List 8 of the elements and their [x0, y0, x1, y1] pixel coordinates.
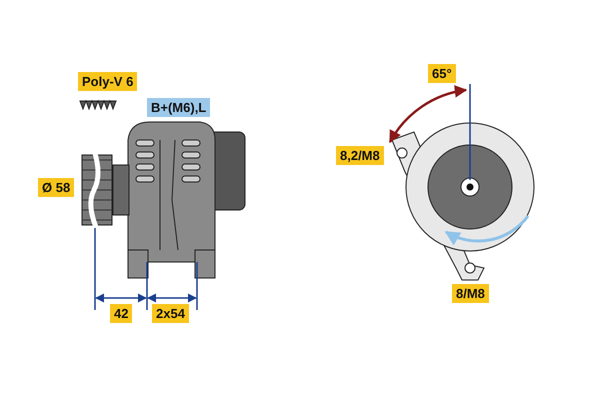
terminal-label: B+(M6),L [147, 98, 210, 117]
angle-label: 65° [428, 64, 456, 83]
bore-label: 8,2/M8 [336, 146, 384, 165]
belt-profile-label: Poly-V 6 [78, 72, 138, 91]
dimension-label: Ø 58 [38, 178, 74, 197]
dimension-label: 2x54 [152, 304, 189, 323]
bore-label: 8/M8 [452, 284, 489, 303]
dimension-label: 42 [110, 304, 132, 323]
